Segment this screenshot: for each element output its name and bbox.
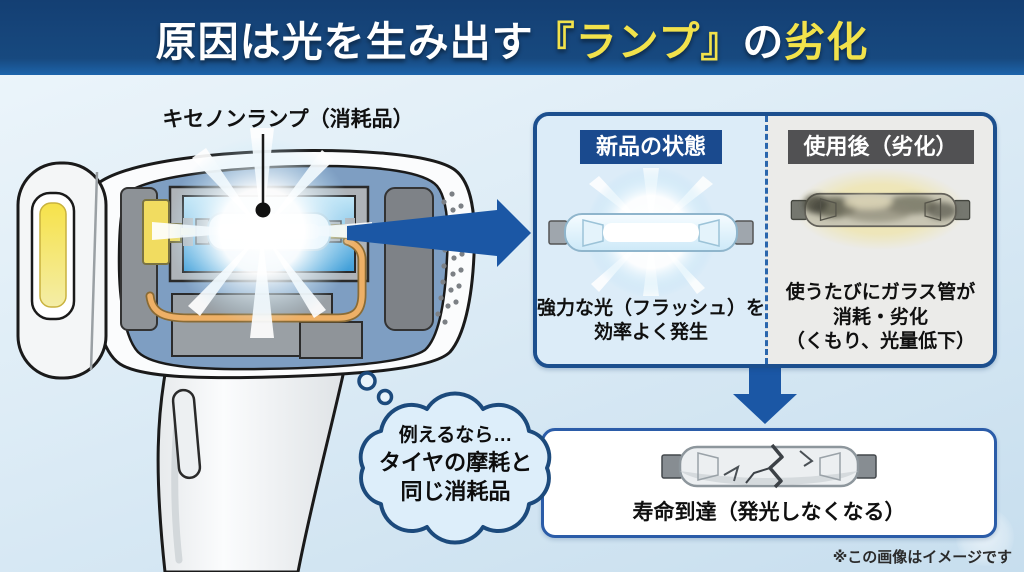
page-title: 原因は光を生み出す『ランプ』の劣化 — [156, 8, 869, 68]
title-bar: 原因は光を生み出す『ランプ』の劣化 — [0, 0, 1024, 75]
panel-new-state: 新品の状態 — [537, 116, 765, 364]
device-label: キセノンランプ（消耗品） — [162, 108, 414, 131]
thought-bubble-text: 例えるなら… タイヤの摩耗と 同じ消耗品 — [378, 425, 533, 505]
comparison-panel: 新品の状態 — [533, 112, 997, 368]
vent-dots — [435, 191, 466, 325]
internal-left-block — [120, 187, 158, 331]
title-highlight-lamp: 『ランプ』 — [533, 18, 743, 65]
flash-glow — [152, 128, 372, 338]
title-middle: の — [742, 18, 785, 65]
device-interior — [117, 164, 449, 371]
new-state-caption: 強力な光（フラッシュ）を 効率よく発生 — [537, 297, 766, 344]
cracked-lamp-illustration — [661, 443, 877, 489]
device-head-shell — [90, 149, 476, 380]
electrode-bracket — [142, 199, 201, 265]
front-cap — [16, 161, 108, 380]
label-pointer — [255, 134, 271, 218]
device-handle — [156, 355, 347, 572]
new-state-header: 新品の状態 — [579, 130, 723, 165]
used-state-header: 使用後（劣化） — [787, 130, 974, 165]
wire — [145, 236, 367, 323]
internal-small-block — [299, 321, 363, 359]
end-of-life-panel: 寿命到達（発光しなくなる） — [541, 428, 997, 538]
new-lamp-illustration — [548, 166, 754, 298]
handle-button — [171, 388, 202, 480]
title-highlight-deterioration: 劣化 — [784, 18, 869, 65]
used-state-caption: 使うたびにガラス管が 消耗・劣化 （くもり、光量低下） — [785, 281, 976, 353]
end-of-life-caption: 寿命到達（発光しなくなる） — [632, 501, 906, 524]
title-prefix: 原因は光を生み出す — [155, 18, 534, 65]
beam-arrow-icon — [347, 199, 531, 267]
xenon-lamp — [195, 212, 347, 251]
flash-window — [39, 202, 67, 308]
arrow-down-icon — [733, 364, 797, 424]
internal-bottom-block — [171, 293, 333, 357]
footer-note: ※この画像はイメージです — [832, 549, 1012, 566]
panel-used-state: 使用後（劣化） — [765, 116, 993, 364]
degraded-lamp-illustration — [790, 168, 971, 251]
internal-right-block — [384, 187, 434, 331]
